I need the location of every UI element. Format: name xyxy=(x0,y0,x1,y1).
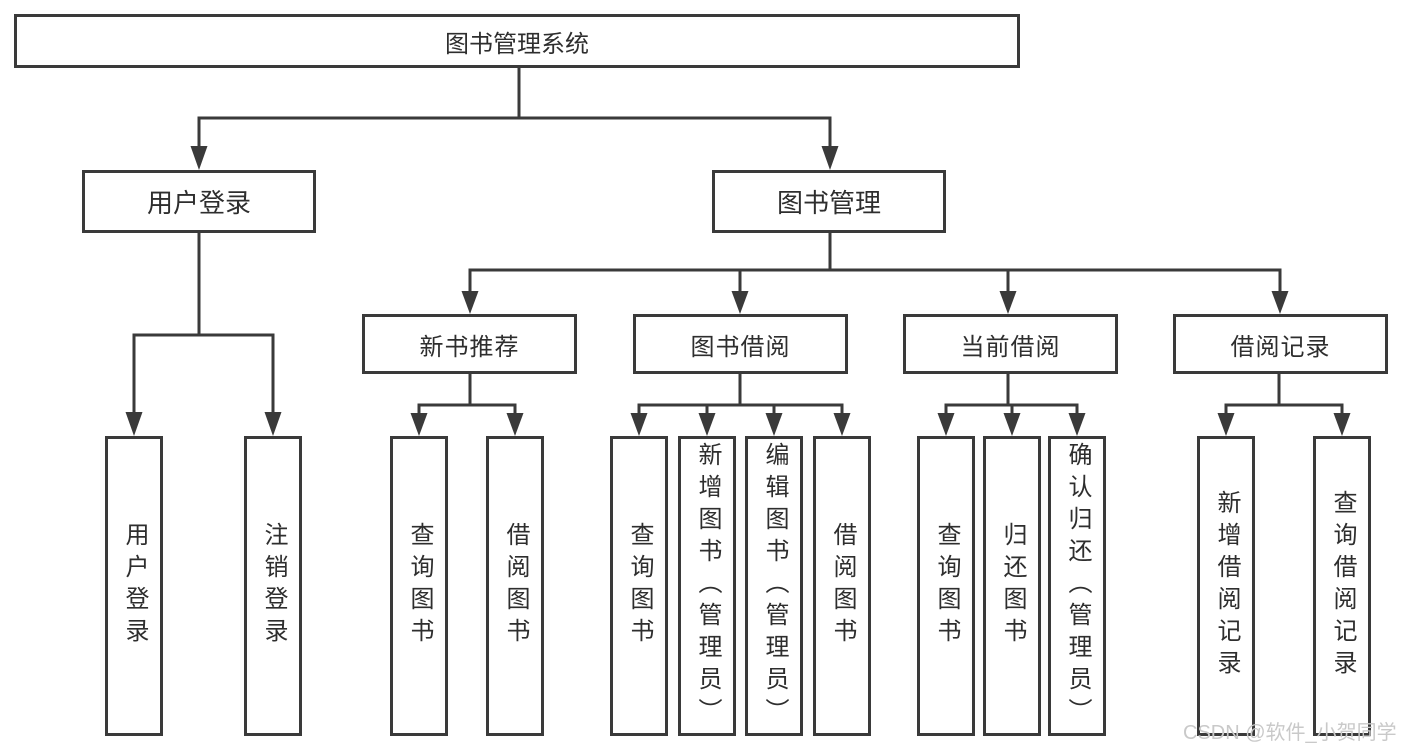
leaf-confirm-return-admin: 确认归还（管理员） xyxy=(1048,436,1106,736)
arrowhead xyxy=(1003,413,1021,436)
arrowhead xyxy=(1068,413,1086,436)
leaf-edit-books-admin: 编辑图书（管理员） xyxy=(745,436,803,736)
arrowhead xyxy=(1271,291,1289,314)
leaf-logout-login: 注销登录 xyxy=(244,436,302,736)
arrowhead xyxy=(125,412,143,436)
leaf-query-borrow-record: 查询借阅记录 xyxy=(1313,436,1371,736)
arrowhead xyxy=(1217,413,1235,436)
connector-current-borrow-to-leaves xyxy=(944,374,1079,417)
arrowhead xyxy=(410,413,428,436)
leaf-borrow-books: 借阅图书 xyxy=(813,436,871,736)
leaf-return-books: 归还图书 xyxy=(983,436,1041,736)
node-library-system: 图书管理系统 xyxy=(14,14,1020,68)
connector-book-mgmt-to-level3 xyxy=(468,233,1282,294)
arrowhead xyxy=(765,413,783,436)
arrowhead xyxy=(821,146,839,170)
arrowhead xyxy=(1333,413,1351,436)
arrowhead xyxy=(937,413,955,436)
arrowhead xyxy=(698,413,716,436)
connector-root-to-level2 xyxy=(197,68,832,150)
leaf-add-books-admin: 新增图书（管理员） xyxy=(678,436,736,736)
arrowhead xyxy=(506,413,524,436)
node-current-borrow: 当前借阅 xyxy=(903,314,1118,374)
connector-user-login-to-leaves xyxy=(132,233,275,416)
arrowhead xyxy=(630,413,648,436)
node-book-management: 图书管理 xyxy=(712,170,946,233)
leaf-user-login: 用户登录 xyxy=(105,436,163,736)
node-borrow-records: 借阅记录 xyxy=(1173,314,1388,374)
arrowhead xyxy=(999,291,1017,314)
arrowhead xyxy=(731,291,749,314)
connector-book-borrow-to-leaves xyxy=(637,374,844,417)
connector-new-book-recommend-to-leaves xyxy=(417,374,517,417)
arrowhead xyxy=(264,412,282,436)
arrowhead xyxy=(461,291,479,314)
csdn-watermark: CSDN @软件_小贺同学 xyxy=(1183,722,1397,744)
leaf-query-books-current: 查询图书 xyxy=(917,436,975,736)
node-book-borrow: 图书借阅 xyxy=(633,314,848,374)
leaf-query-books-recommend: 查询图书 xyxy=(390,436,448,736)
leaf-query-books-borrow: 查询图书 xyxy=(610,436,668,736)
arrowhead xyxy=(190,146,208,170)
node-new-book-recommend: 新书推荐 xyxy=(362,314,577,374)
leaf-borrow-books-recommend: 借阅图书 xyxy=(486,436,544,736)
leaf-add-borrow-record: 新增借阅记录 xyxy=(1197,436,1255,736)
arrowhead xyxy=(833,413,851,436)
node-user-login: 用户登录 xyxy=(82,170,316,233)
connector-borrow-records-to-leaves xyxy=(1224,374,1344,417)
